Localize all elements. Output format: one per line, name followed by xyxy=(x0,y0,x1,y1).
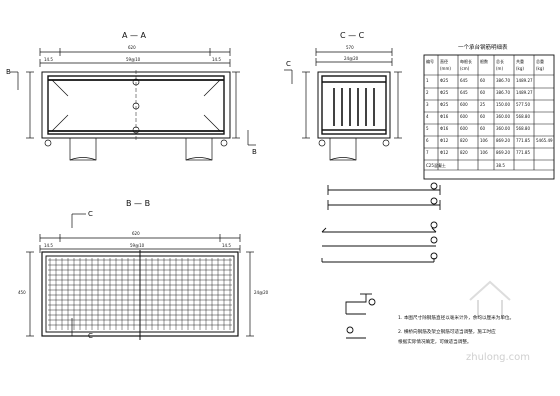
table-cell: 4 xyxy=(426,114,429,119)
table-cell: 60 xyxy=(480,90,486,95)
table-cell: 3 xyxy=(426,102,429,107)
table-cell: 645 xyxy=(460,90,468,95)
table-header-cell: 直径 xyxy=(440,59,448,64)
table-cell: 600 xyxy=(460,126,468,131)
table-cell: 600 xyxy=(460,102,468,107)
table-cell: Φ12 xyxy=(440,150,449,155)
table-cell: 869.20 xyxy=(496,138,510,143)
table-total-value: 38.5 xyxy=(496,163,505,168)
view-cc xyxy=(284,48,402,161)
table-cell: 360.00 xyxy=(496,114,510,119)
watermark-logo xyxy=(469,280,511,318)
table-cell: Φ25 xyxy=(440,90,449,95)
table-cell: 7 xyxy=(426,150,429,155)
table-unit-cell: (m) xyxy=(496,66,504,71)
table-header-cell: 共重 xyxy=(516,59,524,64)
table-cell: 645 xyxy=(460,78,468,83)
table-cell: 869.20 xyxy=(496,150,510,155)
table-cell: 5 xyxy=(426,126,429,131)
note-line-1: 1. 本图尺寸除钢筋直径以毫米计外，余均以厘米为单位。 xyxy=(398,316,515,321)
table-cell: 360.00 xyxy=(496,126,510,131)
dim-bb-right: 14.5 xyxy=(222,243,231,248)
section-mark-b-right: B xyxy=(252,148,257,156)
dim-aa-overall: 620 xyxy=(128,45,136,50)
table-cell: 60 xyxy=(480,78,486,83)
table-cell: 771.85 xyxy=(516,150,530,155)
table-unit-cell: (kg) xyxy=(516,66,524,71)
dim-cc-center: 24@20 xyxy=(344,56,359,61)
section-mark-c-lower: C xyxy=(88,332,93,340)
view-aa xyxy=(10,48,256,161)
dim-bb-height-left: 450 xyxy=(18,290,26,295)
table-cell: 60 xyxy=(480,114,486,119)
table-unit-cell: (mm) xyxy=(440,66,451,71)
rebar-details xyxy=(321,182,441,263)
dim-bb-overall: 620 xyxy=(132,231,140,236)
section-mark-c-upper: C xyxy=(88,210,93,218)
table-cell: 150.00 xyxy=(496,102,510,107)
table-cell: 1 xyxy=(426,78,429,83)
table-cell: 820 xyxy=(460,138,468,143)
dim-aa-right: 14.5 xyxy=(212,57,221,62)
table-cell: 771.85 xyxy=(516,138,530,143)
table-header-cell: 根数 xyxy=(480,59,488,64)
table-cell: Φ25 xyxy=(440,102,449,107)
table-cell: Φ16 xyxy=(440,114,449,119)
table-header-cell: 编号 xyxy=(426,59,434,64)
note-line-2: 2. 横桥向钢筋及架立钢筋可适当调整，施工时应 xyxy=(398,330,496,335)
dim-aa-center: 59@10 xyxy=(126,57,141,62)
watermark-text: zhulong.com xyxy=(466,352,531,363)
table-cell: 1489.27 xyxy=(516,90,533,95)
view-bb-title: B — B xyxy=(126,199,151,208)
table-cell: 2 xyxy=(426,90,429,95)
view-aa-title: A — A xyxy=(122,31,147,40)
table-cell: 820 xyxy=(460,150,468,155)
dim-cc-overall: 570 xyxy=(346,45,354,50)
table-cell: 106 xyxy=(480,150,488,155)
view-bb xyxy=(26,213,254,340)
dim-bb-height-right: 24@20 xyxy=(254,290,269,295)
table-cell: 386.70 xyxy=(496,78,510,83)
table-cell: Φ12 xyxy=(440,138,449,143)
dim-aa-left: 14.5 xyxy=(44,57,53,62)
note-line-3: 根据实际情况确定，可做适当调整。 xyxy=(398,340,472,345)
table-cell: 568.80 xyxy=(516,114,530,119)
section-mark-c-top: C xyxy=(286,60,291,68)
table-cell: 600 xyxy=(460,114,468,119)
table-cell: 6 xyxy=(426,138,429,143)
table-header-cell: 每根长 xyxy=(460,59,472,64)
table-cell: 577.50 xyxy=(516,102,530,107)
table-cell: 60 xyxy=(480,126,486,131)
table-cell: 106 xyxy=(480,138,488,143)
table-cell: 386.70 xyxy=(496,90,510,95)
table-cell: 1489.27 xyxy=(516,78,533,83)
table-cell: Φ16 xyxy=(440,126,449,131)
table-cell: 568.80 xyxy=(516,126,530,131)
table-total-label: C25混凝土 xyxy=(426,163,446,168)
table-unit-cell: (kg) xyxy=(536,66,544,71)
view-cc-title: C — C xyxy=(340,31,365,40)
rebar-table-grid xyxy=(423,54,555,180)
stirrup-detail xyxy=(345,293,376,339)
table-header-cell: 总重 xyxy=(536,59,544,64)
table-cell: 25 xyxy=(480,102,486,107)
table-header-cell: 总长 xyxy=(496,59,504,64)
table-cell: 5465.49 xyxy=(536,138,553,143)
section-mark-b-left: B xyxy=(6,68,11,76)
table-title: 一个承台钢筋明细表 xyxy=(458,45,508,51)
dim-bb-left: 14.5 xyxy=(44,243,53,248)
table-unit-cell: (cm) xyxy=(460,66,470,71)
table-cell: Φ25 xyxy=(440,78,449,83)
dim-bb-center: 59@10 xyxy=(130,243,145,248)
